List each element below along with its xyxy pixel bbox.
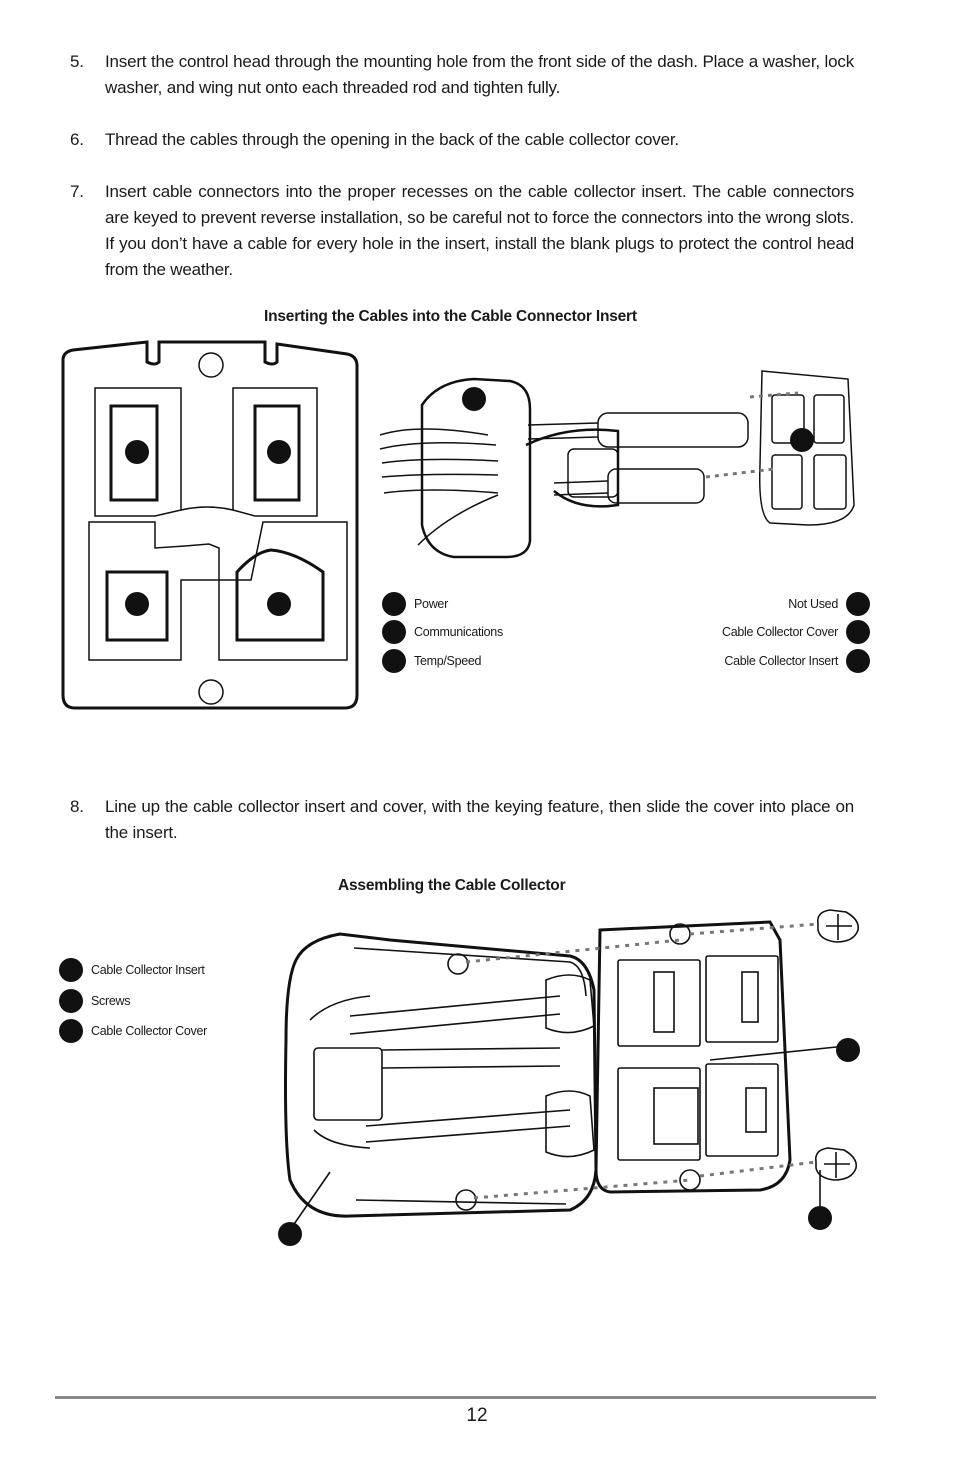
legend-item-screws: Screws bbox=[59, 989, 130, 1013]
cable-collector-exploded-diagram bbox=[379, 370, 855, 559]
step-6: 6. Thread the cables through the opening… bbox=[70, 127, 854, 153]
footer-rule bbox=[55, 1396, 876, 1399]
cable-collector-assembly-diagram bbox=[278, 909, 860, 1246]
figure-1-title: Inserting the Cables into the Cable Conn… bbox=[264, 308, 637, 325]
legend-item-not-used: Not Used bbox=[788, 592, 870, 616]
callout-marker bbox=[846, 592, 870, 616]
callout-marker bbox=[382, 649, 406, 673]
callout-marker bbox=[846, 620, 870, 644]
legend-label: Not Used bbox=[788, 597, 838, 611]
callout-marker bbox=[382, 620, 406, 644]
legend-label: Communications bbox=[414, 625, 503, 639]
step-7: 7. Insert cable connectors into the prop… bbox=[70, 179, 854, 283]
step-text: Insert the control head through the moun… bbox=[105, 52, 854, 97]
cable-insert-front-diagram bbox=[61, 340, 359, 710]
legend-label: Cable Collector Cover bbox=[91, 1024, 207, 1038]
legend-item-cable-collector-insert: Cable Collector Insert bbox=[59, 958, 205, 982]
step-text: Insert cable connectors into the proper … bbox=[105, 182, 854, 279]
legend-label: Cable Collector Insert bbox=[724, 654, 838, 668]
legend-label: Screws bbox=[91, 994, 131, 1008]
legend-item-cable-collector-insert: Cable Collector Insert bbox=[724, 649, 870, 673]
page-number: 12 bbox=[466, 1405, 488, 1426]
step-8: 8. Line up the cable collector insert an… bbox=[70, 794, 854, 846]
legend-item-cable-collector-cover: Cable Collector Cover bbox=[722, 620, 870, 644]
figure-2-legend: Cable Collector Insert Screws Cable Coll… bbox=[59, 958, 259, 1048]
legend-item-communications: Communications bbox=[382, 620, 503, 644]
legend-item-temp-speed: Temp/Speed bbox=[382, 649, 481, 673]
legend-label: Power bbox=[414, 597, 448, 611]
step-5: 5. Insert the control head through the m… bbox=[70, 49, 854, 101]
legend-label: Temp/Speed bbox=[414, 654, 482, 668]
legend-item-power: Power bbox=[382, 592, 448, 616]
legend-item-cable-collector-cover: Cable Collector Cover bbox=[59, 1019, 207, 1043]
callout-marker bbox=[59, 989, 83, 1013]
figure-2-title: Assembling the Cable Collector bbox=[338, 877, 566, 894]
step-text: Thread the cables through the opening in… bbox=[105, 130, 679, 149]
callout-marker bbox=[59, 958, 83, 982]
figure-1-legend: Power Communications Temp/Speed Not Used… bbox=[382, 592, 870, 682]
callout-marker bbox=[382, 592, 406, 616]
step-number: 6. bbox=[70, 130, 84, 149]
callout-marker bbox=[59, 1019, 83, 1043]
step-number: 8. bbox=[70, 797, 84, 816]
callout-marker bbox=[846, 649, 870, 673]
step-number: 5. bbox=[70, 52, 84, 71]
step-number: 7. bbox=[70, 182, 84, 201]
legend-label: Cable Collector Cover bbox=[722, 625, 838, 639]
step-text: Line up the cable collector insert and c… bbox=[105, 797, 854, 842]
legend-label: Cable Collector Insert bbox=[91, 963, 205, 977]
